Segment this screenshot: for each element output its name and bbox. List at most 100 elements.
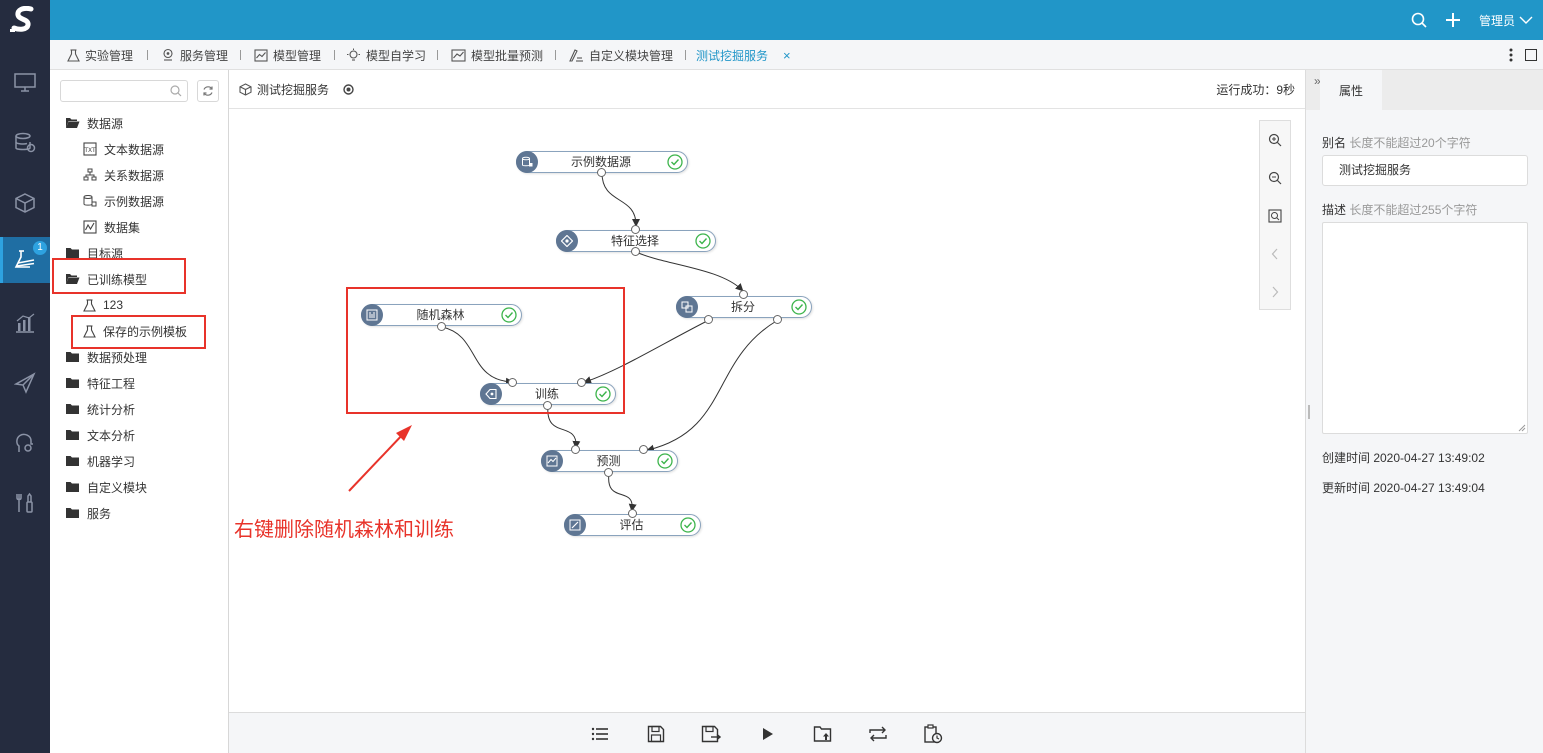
tab-test-mining-service[interactable]: 测试挖掘服务 × [696, 40, 791, 70]
maximize-icon[interactable] [1525, 49, 1537, 61]
app-logo[interactable] [0, 0, 50, 40]
publish-button[interactable] [808, 713, 838, 753]
tree-item-dataset[interactable]: 数据集 [83, 216, 140, 238]
tree-folder-custom-module[interactable]: 自定义模块 [65, 476, 147, 498]
tab-self-learning[interactable]: 模型自学习 [346, 40, 426, 70]
output-port[interactable] [773, 315, 782, 324]
refresh-flow-button[interactable] [863, 713, 893, 753]
folder-open-icon [66, 118, 80, 128]
refresh-icon [203, 86, 213, 96]
tab-experiment[interactable]: 实验管理 [67, 40, 133, 70]
tree-label: 123 [103, 298, 124, 312]
play-icon [763, 727, 773, 740]
search-icon[interactable] [1411, 12, 1427, 28]
output-port[interactable] [597, 168, 606, 177]
redo-button[interactable] [1260, 273, 1290, 311]
zoom-out-icon [1268, 171, 1282, 185]
node-train[interactable]: 训练 [480, 383, 616, 405]
tree-folder-text-analysis[interactable]: 文本分析 [65, 424, 135, 446]
nav-ai[interactable] [0, 420, 50, 466]
save-button[interactable] [641, 713, 671, 753]
alias-input[interactable]: 测试挖掘服务 [1322, 155, 1528, 186]
input-port[interactable] [571, 445, 580, 454]
output-port[interactable] [631, 247, 640, 256]
output-port[interactable] [437, 322, 446, 331]
zoom-in-button[interactable] [1260, 121, 1290, 159]
nav-send[interactable] [0, 360, 50, 406]
flask-stack-icon [14, 250, 35, 268]
node-random-forest[interactable]: 随机森林 [361, 304, 522, 326]
input-port[interactable] [628, 509, 637, 518]
tree-folder-trained-models[interactable]: 已训练模型 [65, 268, 147, 290]
tab-custom-module[interactable]: 自定义模块管理 [568, 40, 673, 70]
tree-folder-statistics[interactable]: 统计分析 [65, 398, 135, 420]
tab-model[interactable]: 模型管理 [254, 40, 321, 70]
resize-handle[interactable] [1308, 405, 1310, 419]
input-port[interactable] [577, 378, 586, 387]
output-port[interactable] [604, 468, 613, 477]
tab-service[interactable]: 服务管理 [161, 40, 228, 70]
tree-item-relational-datasource[interactable]: 关系数据源 [83, 164, 164, 186]
nav-database[interactable] [0, 120, 50, 166]
tab-separator [147, 50, 148, 60]
created-time: 创建时间 2020-04-27 13:49:02 [1322, 451, 1485, 465]
nav-tools[interactable] [0, 480, 50, 526]
tree-folder-feature-engineering[interactable]: 特征工程 [65, 372, 135, 394]
run-button[interactable] [753, 713, 783, 753]
resize-grip-icon[interactable] [1518, 424, 1526, 432]
node-label: 特征选择 [610, 234, 659, 248]
nav-monitor[interactable] [0, 60, 50, 106]
settings-icon[interactable] [342, 83, 355, 96]
tree-folder-service[interactable]: 服务 [65, 502, 111, 524]
input-port[interactable] [631, 225, 640, 234]
save-as-button[interactable] [696, 713, 726, 753]
clipboard-clock-icon [924, 723, 943, 743]
input-port[interactable] [739, 290, 748, 299]
datasource-icon [516, 151, 538, 173]
node-label: 评估 [619, 518, 644, 532]
tree-folder-machine-learning[interactable]: 机器学习 [65, 450, 135, 472]
relation-icon [83, 168, 97, 181]
text-file-icon: TXT [83, 142, 97, 156]
tab-label: 测试挖掘服务 [696, 48, 769, 63]
tab-properties[interactable]: 属性 [1320, 70, 1382, 110]
tab-batch-predict[interactable]: 模型批量预测 [451, 40, 543, 70]
collapse-panel-icon[interactable]: » [1314, 74, 1321, 88]
schedule-button[interactable] [918, 713, 948, 753]
user-menu[interactable]: 管理员 [1479, 12, 1533, 29]
description-textarea[interactable] [1322, 222, 1528, 434]
tab-bar: 实验管理 服务管理 模型管理 模型自学习 模型批量预测 自定义模块管理 测试挖掘… [50, 40, 1543, 70]
highlight-box-delete-target [346, 287, 625, 414]
input-port[interactable] [639, 445, 648, 454]
zoom-out-button[interactable] [1260, 159, 1290, 197]
tree-item-text-datasource[interactable]: TXT 文本数据源 [83, 138, 164, 160]
tree-item-model-123[interactable]: 123 [83, 294, 123, 316]
input-port[interactable] [508, 378, 517, 387]
tree-item-saved-sample-template[interactable]: 保存的示例模板 [83, 320, 187, 342]
tree-folder-preprocessing[interactable]: 数据预处理 [65, 346, 147, 368]
fit-view-button[interactable] [1260, 197, 1290, 235]
flask-icon [83, 298, 96, 312]
tree-item-sample-datasource[interactable]: 示例数据源 [83, 190, 164, 212]
nav-analytics[interactable] [0, 300, 50, 346]
node-split[interactable]: 拆分 [676, 296, 812, 318]
folder-icon [66, 482, 79, 492]
tree-folder-datasource[interactable]: 数据源 [65, 112, 123, 134]
list-button[interactable] [585, 713, 615, 753]
close-icon[interactable]: × [783, 47, 791, 63]
sample-data-icon [83, 195, 97, 207]
nav-cube[interactable] [0, 180, 50, 226]
refresh-button[interactable] [197, 80, 219, 102]
more-vertical-icon[interactable] [1509, 48, 1513, 62]
folder-open-icon [66, 274, 80, 284]
tree-label: 服务 [87, 506, 112, 521]
nav-experiment[interactable]: 1 [0, 237, 50, 283]
output-port[interactable] [704, 315, 713, 324]
output-port[interactable] [543, 401, 552, 410]
tree-folder-target-source[interactable]: 目标源 [65, 242, 123, 264]
add-icon[interactable] [1445, 12, 1461, 28]
undo-button[interactable] [1260, 235, 1290, 273]
zoom-toolbar [1259, 120, 1291, 310]
tree-search-input[interactable] [61, 81, 187, 101]
search-icon[interactable] [170, 85, 182, 97]
